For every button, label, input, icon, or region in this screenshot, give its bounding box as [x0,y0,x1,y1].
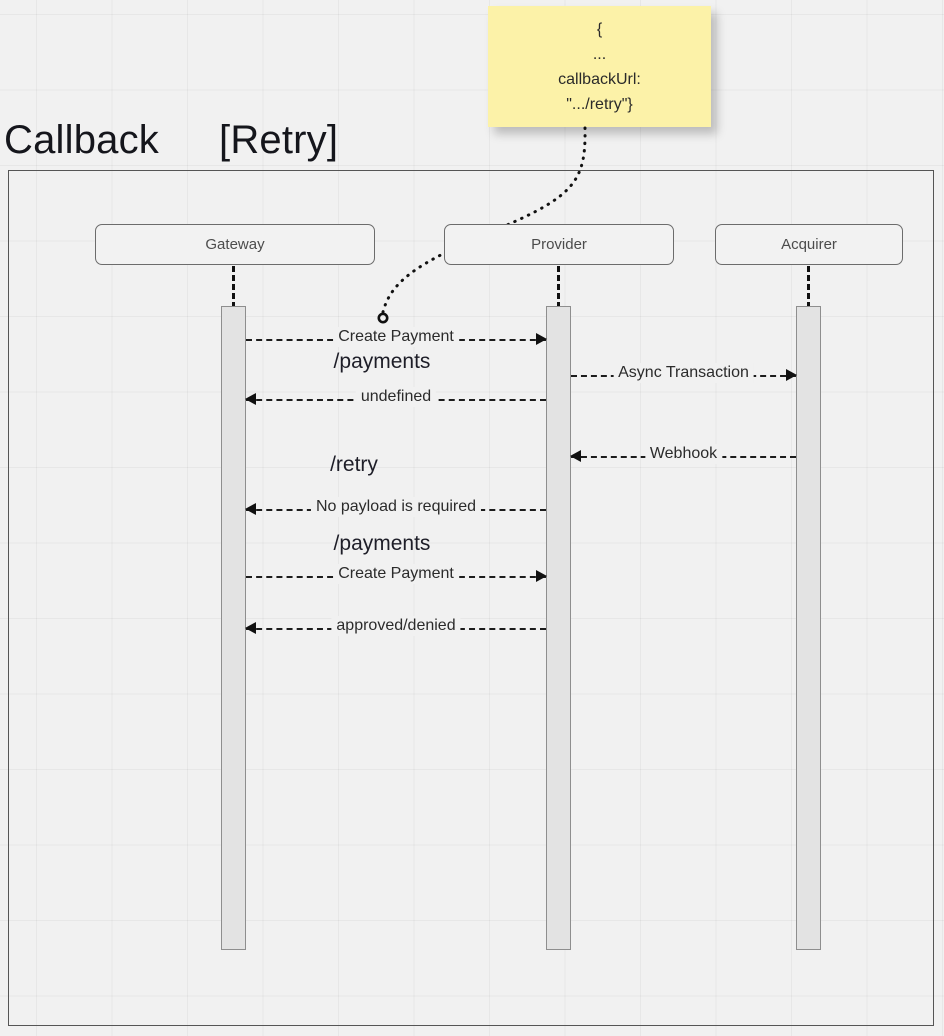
message-label: Create Payment [333,327,459,347]
arrowhead-right-icon [536,333,547,345]
arrowhead-left-icon [245,622,256,634]
diagram-frame [8,170,934,1026]
activation-provider [546,306,571,950]
message-label: Webhook [644,444,723,464]
sticky-note[interactable]: { ... callbackUrl: ".../retry"} [488,6,711,127]
arrowhead-left-icon [245,503,256,515]
message-label: No payload is required [310,497,482,517]
caption-payments-1: /payments [333,350,431,373]
note-line-2: ... [592,45,607,63]
activation-acquirer [796,306,821,950]
note-line-3: callbackUrl: [558,70,641,88]
participant-label: Gateway [205,236,265,253]
note-line-1: { [596,20,603,38]
arrowhead-left-icon [245,393,256,405]
participant-provider[interactable]: Provider [444,224,674,265]
participant-gateway[interactable]: Gateway [95,224,375,265]
arrowhead-left-icon [570,450,581,462]
arrowhead-right-icon [786,369,797,381]
note-line-4: ".../retry"} [566,95,633,113]
participant-acquirer[interactable]: Acquirer [715,224,903,265]
lifeline-acquirer [807,266,810,308]
page-title: Callback [4,117,159,162]
lifeline-gateway [232,266,235,308]
activation-gateway [221,306,246,950]
lifeline-provider [557,266,560,308]
message-label: undefined [355,387,437,407]
message-label: approved/denied [331,616,461,636]
message-label: Async Transaction [613,363,754,383]
message-label: Create Payment [333,564,459,584]
caption-payments-2: /payments [333,532,431,555]
fragment-label: [Retry] [219,117,339,162]
arrowhead-right-icon [536,570,547,582]
diagram-title-row: Callback [Retry] [4,112,338,168]
participant-label: Acquirer [781,236,837,253]
participant-label: Provider [531,236,587,253]
caption-retry: /retry [330,453,378,476]
